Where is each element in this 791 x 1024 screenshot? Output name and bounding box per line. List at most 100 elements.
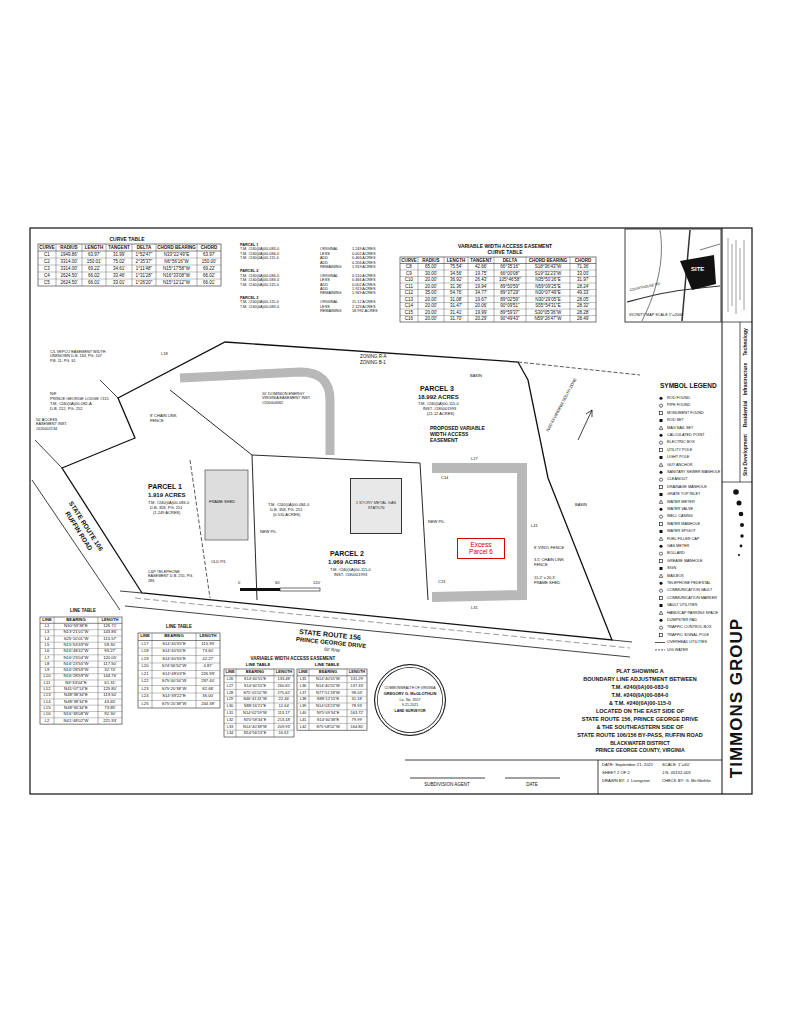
acreage-text: T.M. #240(0A)00-115-0 xyxy=(240,300,279,304)
table-cell: 42.27' xyxy=(202,657,213,662)
table-cell: L4 xyxy=(45,637,50,642)
table-cell: 1°52'47" xyxy=(136,252,153,257)
label-text: NEW P/L xyxy=(260,530,276,535)
table-cell: L2 xyxy=(45,719,50,724)
legend-symbol xyxy=(659,574,663,577)
table-cell: L8 xyxy=(45,662,50,667)
table-cell: 66.02' xyxy=(203,273,215,278)
legend-text: MAG NAIL SET xyxy=(667,426,693,430)
table-cell: 34.56' xyxy=(450,271,462,276)
acreage-text: REMAINING xyxy=(320,265,342,269)
legend-text: WATER SPIGOT xyxy=(667,529,696,533)
table-cell: N16°48'42"W xyxy=(64,649,89,654)
table-cell: N59°09'25"E xyxy=(535,284,561,289)
table-cell: S88°16'21"E xyxy=(244,704,266,709)
legend-symbol xyxy=(659,441,662,444)
table-cell: 89°02'59" xyxy=(500,297,519,302)
table-cell: L14 xyxy=(44,700,51,705)
label-text: PRINCE GEORGE COUNTY, VIRGINIA xyxy=(595,748,684,754)
table-cell: C14 xyxy=(405,303,413,308)
table-frame xyxy=(400,257,596,322)
table-rule xyxy=(309,669,310,730)
table-cell: LINE xyxy=(225,670,234,675)
label-text: C&P TELEPHONE EASEMENT D.B. 255, PG. 286 xyxy=(148,570,196,583)
table-cell: 31.70' xyxy=(450,316,462,321)
label-text: (1.249 ACRES) xyxy=(153,511,180,516)
label-text: L31 xyxy=(470,606,479,611)
table-cell: LENGTH xyxy=(85,245,104,250)
acreage-text: ORIGINAL xyxy=(320,247,338,251)
table-cell: L30 xyxy=(227,704,234,709)
table-cell: 36.92' xyxy=(450,277,462,282)
acreage-text: 21.12 ACRES xyxy=(352,300,375,304)
label-text: LINE TABLE xyxy=(246,663,270,668)
table-rule xyxy=(236,669,237,737)
table-cell: N30°07'49"E xyxy=(535,290,561,295)
acreage-text: ADD xyxy=(320,283,328,287)
table-cell: S14°40'55"E xyxy=(244,677,266,682)
table-cell: 105°46'58" xyxy=(499,277,521,282)
address-block xyxy=(728,238,744,314)
label-text: 50' ACCESS EASEMENT INST. #020002134 xyxy=(36,418,76,431)
label-text: PARCEL 1 xyxy=(148,483,182,491)
table-rule xyxy=(38,265,221,266)
table-cell: 131.29' xyxy=(351,677,364,682)
table-cell: S18°36'43"W xyxy=(535,264,562,269)
table-cell: S14°39'22"E xyxy=(162,694,186,699)
acreage-text: 0.206 ACRES xyxy=(352,261,375,265)
table-cell: L17 xyxy=(142,642,149,647)
table-cell: S75°08'52"W xyxy=(316,725,340,730)
label-text: T.M. #240(0A)00-084-0 xyxy=(268,503,309,508)
table-cell: LENGTH xyxy=(276,670,292,675)
table-cell: N70°58'34"E xyxy=(244,718,267,723)
table-cell: 28.49' xyxy=(577,316,589,321)
legend-text: GRATE TOP INLET xyxy=(667,492,700,496)
table-cell: L35 xyxy=(300,677,307,682)
label-text: 3.5' CHAIN LINK FENCE xyxy=(534,558,570,567)
table-cell: 117.50' xyxy=(103,662,116,667)
label-text: LINE TABLE xyxy=(166,624,192,629)
acreage-text: 2.129 ACRES xyxy=(352,305,375,309)
table-cell: 1949.86' xyxy=(60,252,77,257)
table-rule xyxy=(444,257,445,322)
label-text: T.M. #240(0A)00-083-0 xyxy=(612,684,669,690)
table-cell: L40 xyxy=(300,711,307,716)
label-text: SYMBOL LEGEND xyxy=(660,382,717,389)
table-cell: S75°05'52"W xyxy=(243,691,267,696)
label-text: & T.M. #240(0A)00-115-0 xyxy=(609,700,671,706)
label-text: BASIN xyxy=(470,374,482,379)
table-cell: C12 xyxy=(405,290,413,295)
logo-dot xyxy=(737,501,742,506)
table-cell: S19°32'23"W xyxy=(535,271,562,276)
table-rule xyxy=(38,272,221,273)
legend-symbol xyxy=(660,582,663,585)
legend-symbol xyxy=(659,611,663,614)
legend-text: CLEANOUT xyxy=(667,477,688,481)
table-cell: 98.03' xyxy=(352,691,363,696)
legend-text: DRAINAGE MANHOLE xyxy=(667,485,707,489)
adjoiner-line xyxy=(35,380,118,468)
table-cell: 275.62' xyxy=(278,691,291,696)
table-cell: RADIUS xyxy=(60,245,77,250)
label-text: T.M. #240(0A)00-083-0 xyxy=(148,501,189,506)
legend-symbol xyxy=(659,626,662,629)
table-cell: 19.75' xyxy=(475,271,487,276)
table-cell: N15°53'49"W xyxy=(64,643,89,648)
table-cell: S14°48'03"E xyxy=(162,672,186,677)
label-text: D.B. 358, PG. 251 xyxy=(270,508,302,513)
legend-text: GAS METER xyxy=(667,544,689,548)
table-cell: 150.01' xyxy=(87,259,102,264)
table-cell: 221.93' xyxy=(103,719,117,724)
table-cell: N16°38'08"W xyxy=(64,712,89,717)
label-text: D.B. 358, PG. 251 xyxy=(150,506,182,511)
site-boundary xyxy=(62,342,612,640)
legend-text: COMMUNICATION VAULT xyxy=(667,588,712,592)
table-cell: N14°40'55"W xyxy=(316,684,340,689)
table-cell: 20.00' xyxy=(425,303,437,308)
table-cell: 30.00' xyxy=(425,271,437,276)
site-area xyxy=(680,255,716,290)
table-rule xyxy=(526,257,527,322)
legend-text: FUEL FILLER CAP xyxy=(667,537,699,541)
acreage-text: LESS xyxy=(320,252,330,256)
table-cell: 28.28' xyxy=(577,310,589,315)
